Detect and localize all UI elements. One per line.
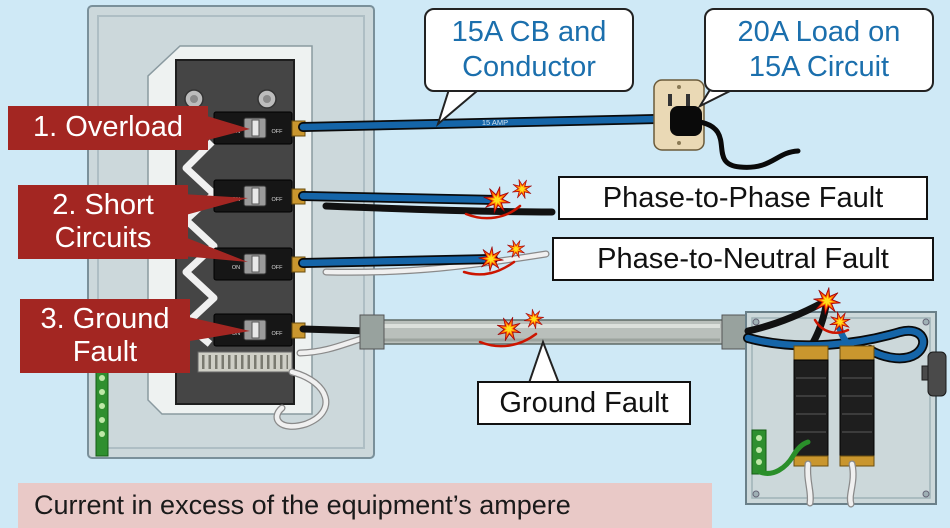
- caption-text: Current in excess of the equipment’s amp…: [18, 483, 712, 528]
- spark-swoosh: [813, 318, 850, 334]
- phase-wire-blue: [299, 192, 502, 204]
- terminal-lug: [793, 345, 829, 361]
- terminal-lug: [839, 345, 875, 361]
- ground-terminal-screw: [99, 431, 105, 437]
- terminal-lug: [839, 455, 875, 467]
- conduit-fitting-right: [721, 314, 747, 350]
- ground-terminal-screw: [756, 447, 762, 453]
- disconnect-handle: [927, 351, 947, 397]
- spark-swoosh: [464, 204, 522, 220]
- branch-circuit-wires: 15 AMP: [296, 114, 661, 357]
- callout-phase-to-phase: Phase-to-Phase Fault: [558, 176, 928, 220]
- panel-screw-center: [190, 95, 198, 103]
- receptacle-outlet: [653, 79, 801, 170]
- hot-wire-in-box: [744, 299, 826, 335]
- breaker-on-label: ON: [232, 265, 240, 271]
- label-ground-fault: 3. Ground Fault: [20, 299, 190, 373]
- ground-terminal-screw: [99, 389, 105, 395]
- ground-terminal-strip: [95, 367, 109, 457]
- conduit-fitting-left: [359, 314, 385, 350]
- callout-tail-ground-fault: [526, 339, 562, 387]
- circuit-breaker-3: ON OFF: [213, 247, 306, 281]
- box-screw: [752, 490, 760, 498]
- plug: [670, 106, 702, 136]
- phase-wire-black: [322, 202, 556, 216]
- breaker-toggle: [251, 321, 260, 339]
- callout-phase-to-neutral: Phase-to-Neutral Fault: [552, 237, 934, 281]
- blue-wire-in-box: [744, 327, 927, 362]
- outlet-slot: [668, 94, 672, 106]
- pointer-ground-fault: [184, 316, 250, 342]
- red-label-pointers: [182, 114, 250, 342]
- breaker-on-label: ON: [232, 331, 240, 337]
- ground-wire: [757, 439, 811, 476]
- outlet-slot: [686, 94, 690, 106]
- neutral-wire: [848, 461, 856, 507]
- phase-wire-blue: [299, 255, 497, 267]
- callout-20a-load: 20A Load on 15A Circuit: [704, 8, 934, 92]
- terminal-block-right: [839, 345, 875, 467]
- bus-bar-zigzag: [182, 139, 218, 347]
- pointer-short-circuit-1: [182, 194, 248, 216]
- pointer-overload: [200, 114, 250, 142]
- hot-wire-to-conduit: [299, 325, 372, 335]
- spark-swoosh: [462, 260, 516, 276]
- outlet-screw: [677, 85, 681, 89]
- spark-icon: [508, 175, 536, 203]
- box-screw: [752, 318, 760, 326]
- plug-cord: [697, 119, 801, 170]
- hot-wire-15a: [299, 115, 660, 131]
- ground-terminal-screw: [99, 417, 105, 423]
- conduit: [359, 314, 747, 350]
- breaker-off-label: OFF: [272, 331, 284, 337]
- ground-terminal-screw: [756, 459, 762, 465]
- box-screw: [922, 318, 930, 326]
- pointer-short-circuit-2: [182, 236, 248, 262]
- callout-ground-fault: Ground Fault: [477, 381, 691, 425]
- fault-sparks: [462, 175, 854, 348]
- ground-terminal-screw: [756, 435, 762, 441]
- breaker-toggle: [251, 255, 260, 273]
- breaker-toggle: [251, 187, 260, 205]
- label-overload: 1. Overload: [8, 106, 208, 150]
- label-short-circuits: 2. Short Circuits: [18, 185, 188, 259]
- panel-screw-center: [263, 95, 271, 103]
- box-screw: [922, 490, 930, 498]
- neutral-bar: [197, 351, 293, 373]
- ground-terminal-screw: [99, 403, 105, 409]
- ground-terminal-screw: [99, 375, 105, 381]
- circuit-breaker-1: ON OFF: [213, 111, 306, 145]
- outlet-screw: [677, 141, 681, 145]
- circuit-breaker-2: ON OFF: [213, 179, 306, 213]
- terminal-block-left: [793, 345, 829, 467]
- spark-swoosh: [478, 332, 538, 348]
- wire-amp-label: 15 AMP: [482, 118, 508, 127]
- neutral-wire-curl: [274, 369, 329, 429]
- breaker-off-label: OFF: [272, 129, 284, 135]
- breaker-off-label: OFF: [272, 265, 284, 271]
- block-body: [793, 359, 829, 457]
- breaker-off-label: OFF: [272, 197, 284, 203]
- breaker-toggle: [251, 119, 260, 137]
- neutral-wire: [805, 461, 813, 506]
- block-body: [839, 359, 875, 457]
- callout-15a-cb-conductor: 15A CB and Conductor: [424, 8, 634, 92]
- junction-box: [743, 299, 947, 508]
- neutral-wire: [323, 251, 549, 275]
